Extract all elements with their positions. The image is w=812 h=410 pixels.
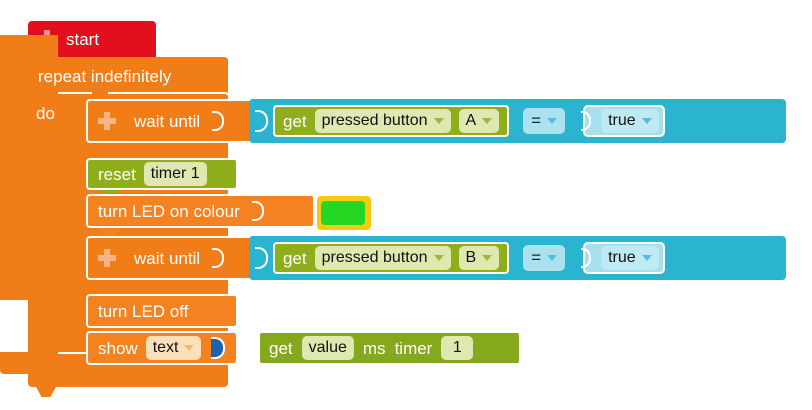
colour-socket[interactable] — [251, 198, 266, 224]
timer-source-label: timer — [394, 338, 433, 358]
boolean-input-socket — [581, 247, 601, 269]
turn-led-on-label: turn LED on colour — [98, 201, 240, 221]
repeat-do-label: do — [36, 104, 55, 123]
property-dropdown[interactable]: pressed button — [314, 246, 451, 270]
turn-led-off-block[interactable]: turn LED off — [86, 294, 238, 328]
plus-icon[interactable] — [98, 249, 116, 267]
equals-block-b[interactable]: get pressed button B = true — [249, 236, 786, 280]
equals-block-a[interactable]: get pressed button A = true — [249, 99, 786, 143]
boolean-dropdown[interactable]: true — [601, 109, 659, 133]
left-input-socket[interactable] — [255, 245, 271, 271]
wait-until-block-b[interactable]: wait until — [86, 236, 258, 280]
boolean-true-block-a[interactable]: true — [581, 105, 665, 137]
operator-dropdown[interactable]: = — [523, 108, 566, 134]
timer-field[interactable]: timer 1 — [143, 162, 207, 186]
wait-until-block-a[interactable]: wait until — [86, 99, 258, 143]
get-value-timer-block[interactable]: get value ms timer 1 — [258, 331, 521, 365]
plus-icon[interactable] — [98, 112, 116, 130]
show-mode-dropdown[interactable]: text — [145, 336, 202, 360]
get-label: get — [283, 248, 307, 268]
start-block-label: start — [66, 29, 100, 49]
colour-picker-block[interactable] — [317, 196, 371, 230]
timer-index-field[interactable]: 1 — [441, 336, 474, 360]
boolean-dropdown[interactable]: true — [601, 246, 659, 270]
get-label: get — [269, 338, 293, 358]
get-label: get — [283, 111, 307, 131]
property-dropdown[interactable]: pressed button — [314, 109, 451, 133]
reset-timer-block[interactable]: reset timer 1 — [86, 158, 238, 190]
repeat-block-header — [28, 57, 228, 93]
target-dropdown[interactable]: A — [458, 109, 500, 133]
left-input-socket[interactable] — [255, 108, 271, 134]
get-property-block-b[interactable]: get pressed button B — [273, 242, 510, 274]
boolean-socket[interactable] — [212, 245, 226, 271]
turn-led-off-label: turn LED off — [98, 301, 189, 321]
led-on-block-connector-notch — [100, 228, 120, 237]
wait-until-label: wait until — [134, 111, 201, 131]
repeat-block-label: repeat indefinitely — [38, 67, 172, 86]
reset-label: reset — [98, 164, 136, 184]
get-property-block-a[interactable]: get pressed button A — [273, 105, 510, 137]
boolean-socket[interactable] — [212, 108, 226, 134]
show-label: show — [98, 338, 138, 358]
boolean-input-socket — [581, 110, 601, 132]
wait-until-label: wait until — [134, 248, 201, 268]
target-dropdown[interactable]: B — [458, 246, 500, 270]
repeat-block-bottom-tab — [36, 387, 56, 397]
show-block[interactable]: show text — [86, 331, 238, 365]
value-socket[interactable] — [211, 335, 227, 361]
colour-swatch[interactable] — [321, 201, 365, 225]
turn-led-on-block[interactable]: turn LED on colour — [86, 194, 315, 228]
value-field[interactable]: value — [301, 336, 354, 360]
boolean-true-block-b[interactable]: true — [581, 242, 665, 274]
unit-label: ms — [362, 338, 386, 358]
operator-dropdown[interactable]: = — [523, 245, 566, 271]
